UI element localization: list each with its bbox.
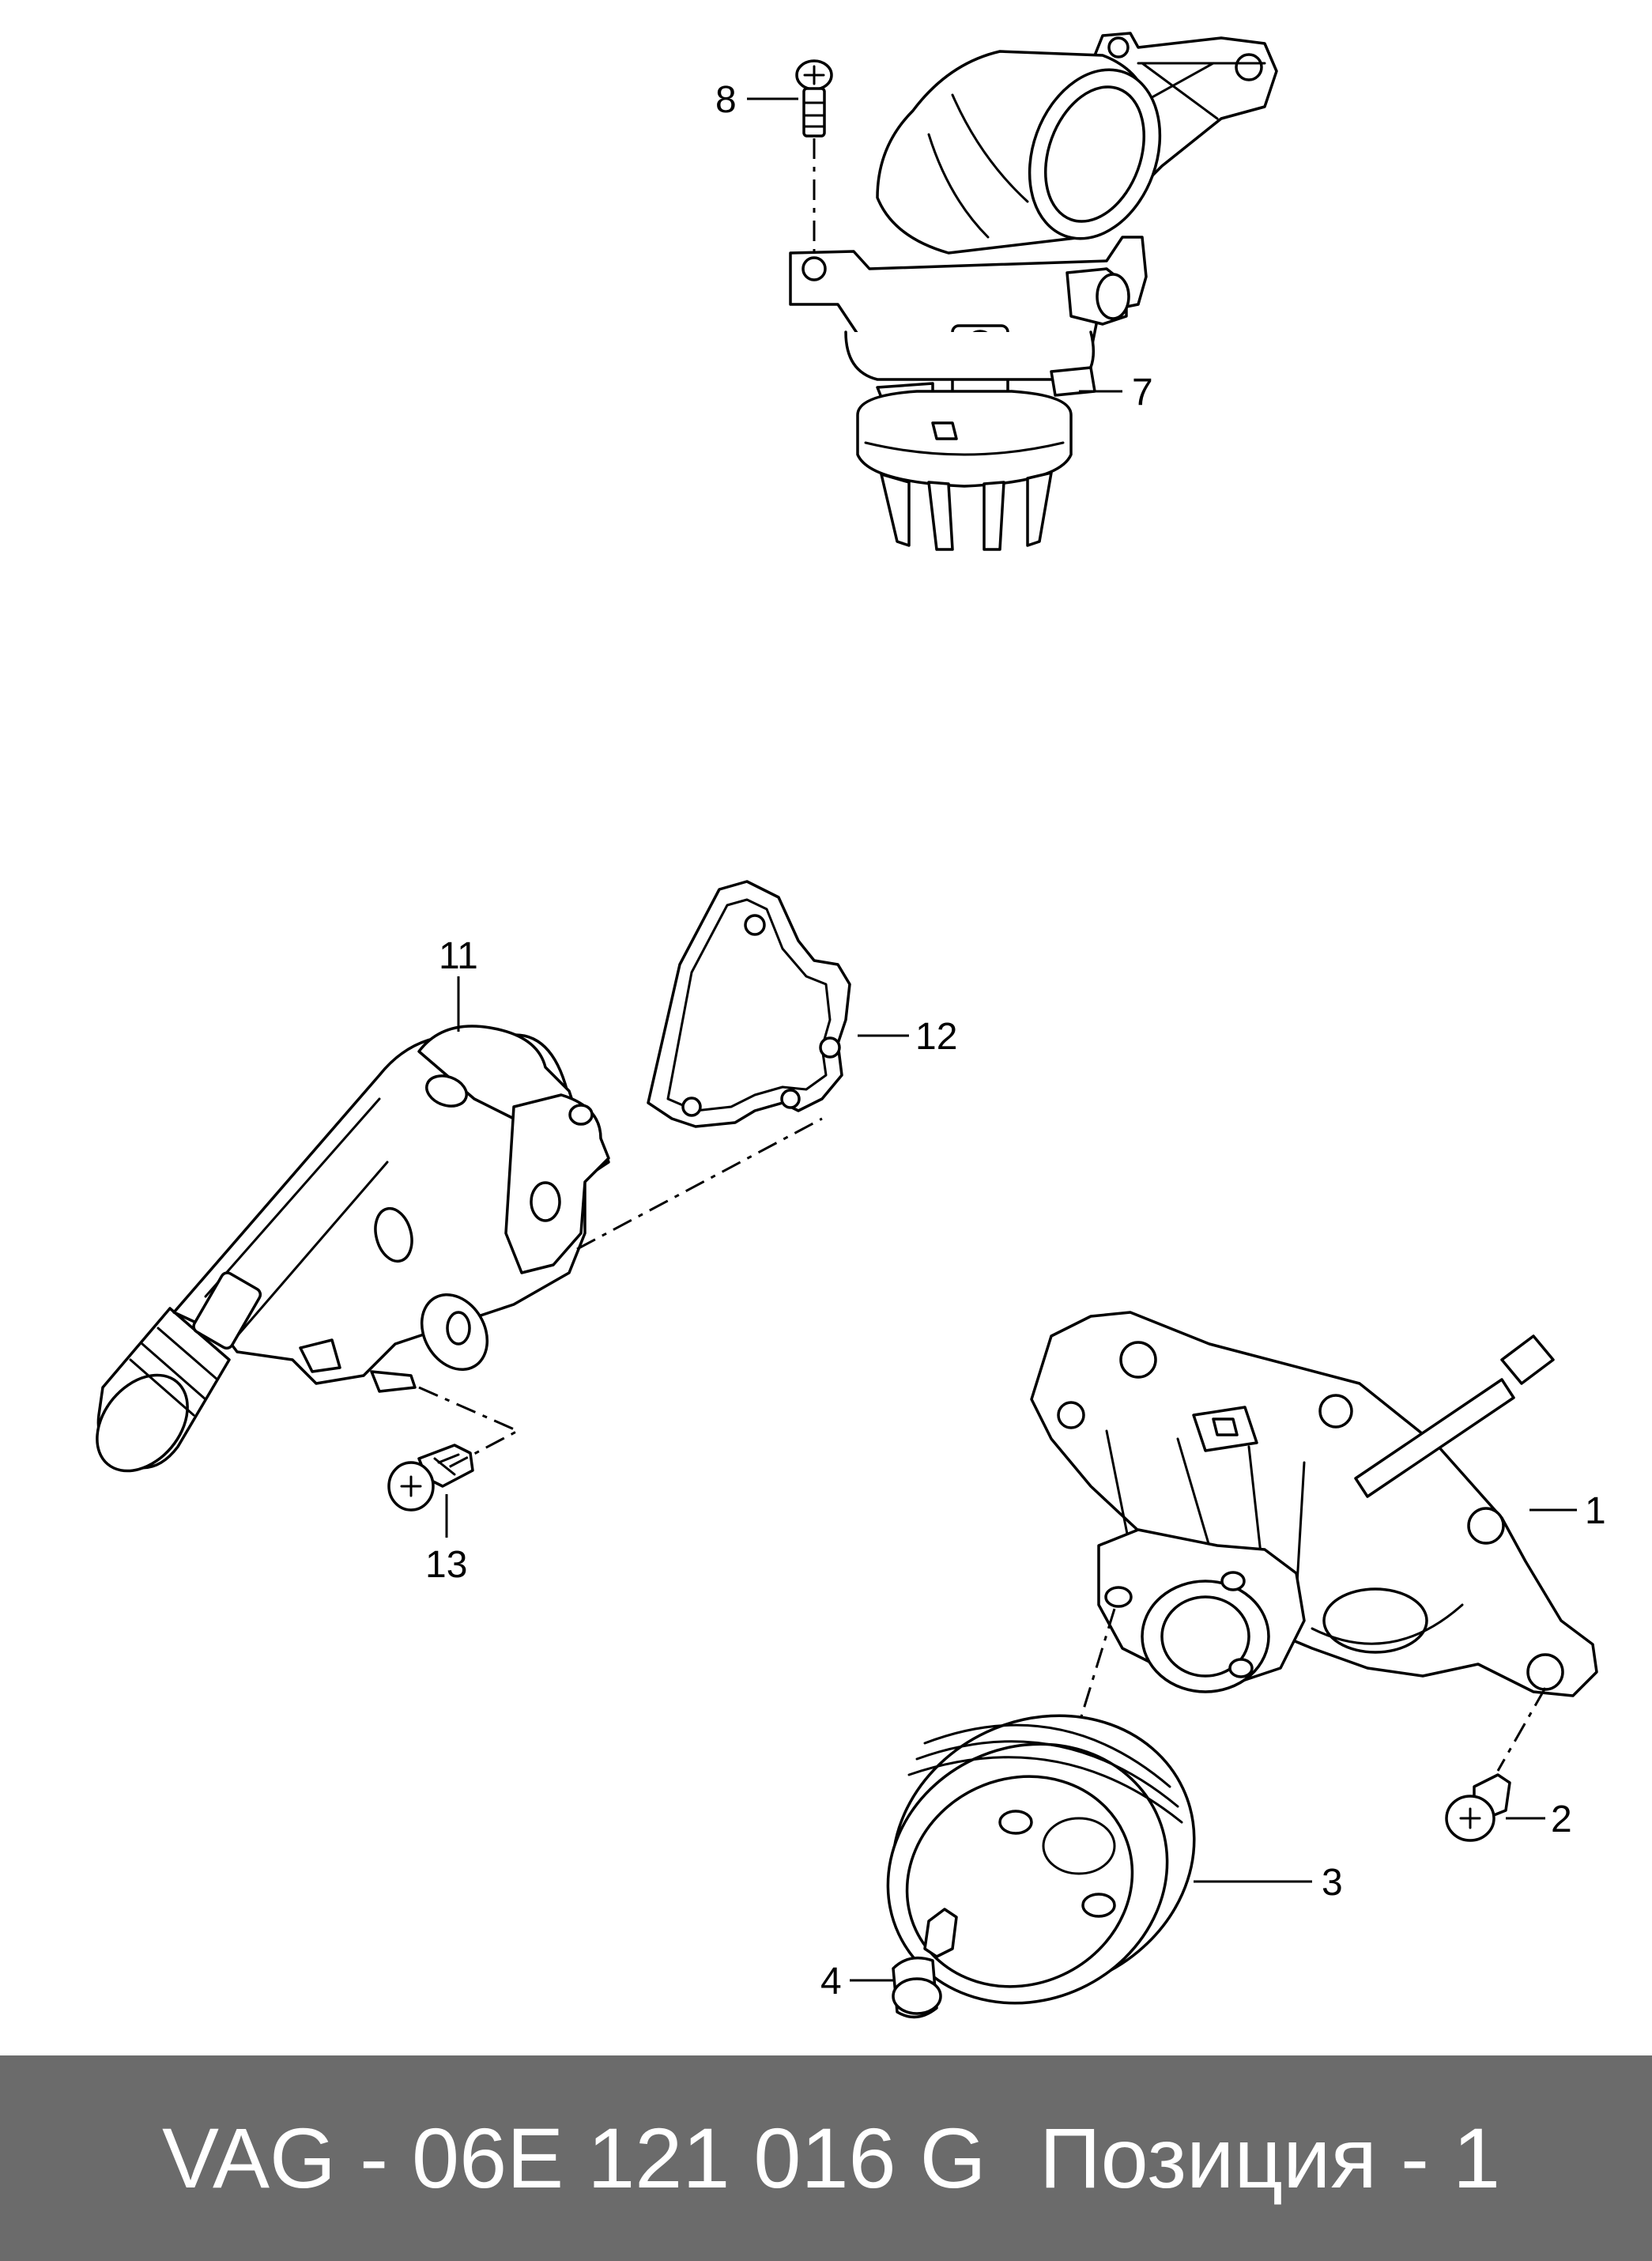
callout-11: 11: [439, 935, 478, 977]
callout-7: 7: [1132, 372, 1153, 413]
callout-12: 12: [915, 1016, 957, 1058]
thermostat-housing-7: [789, 32, 1278, 551]
leader-lines: [445, 97, 1577, 1982]
screw-4: [892, 1908, 958, 2019]
callout-3: 3: [1322, 1862, 1343, 1904]
gasket-12: [647, 880, 851, 1128]
coolant-flange-11: [96, 1025, 610, 1473]
callout-1: 1: [1585, 1490, 1606, 1532]
screw-13: [387, 1386, 521, 1512]
screw-8: [795, 59, 833, 257]
water-pump-1: [1030, 1311, 1598, 1697]
pulley-3: [886, 1714, 1196, 2005]
screw-2: [1445, 1773, 1511, 1842]
callout-labels: 8 7 11 12 13 1 2 3 4: [425, 79, 1606, 2002]
position-label: Позиция - 1: [1039, 2110, 1501, 2206]
part-code-label: VAG - 06E 121 016 G: [162, 2110, 986, 2206]
callout-2: 2: [1551, 1799, 1572, 1840]
callout-8: 8: [715, 79, 737, 121]
callout-4: 4: [820, 1961, 842, 2002]
exploded-parts-diagram: 8 7 11 12 13 1 2 3 4: [96, 32, 1606, 2019]
footer-bar: VAG - 06E 121 016 G Позиция - 1: [0, 2055, 1652, 2261]
callout-13: 13: [425, 1544, 467, 1586]
